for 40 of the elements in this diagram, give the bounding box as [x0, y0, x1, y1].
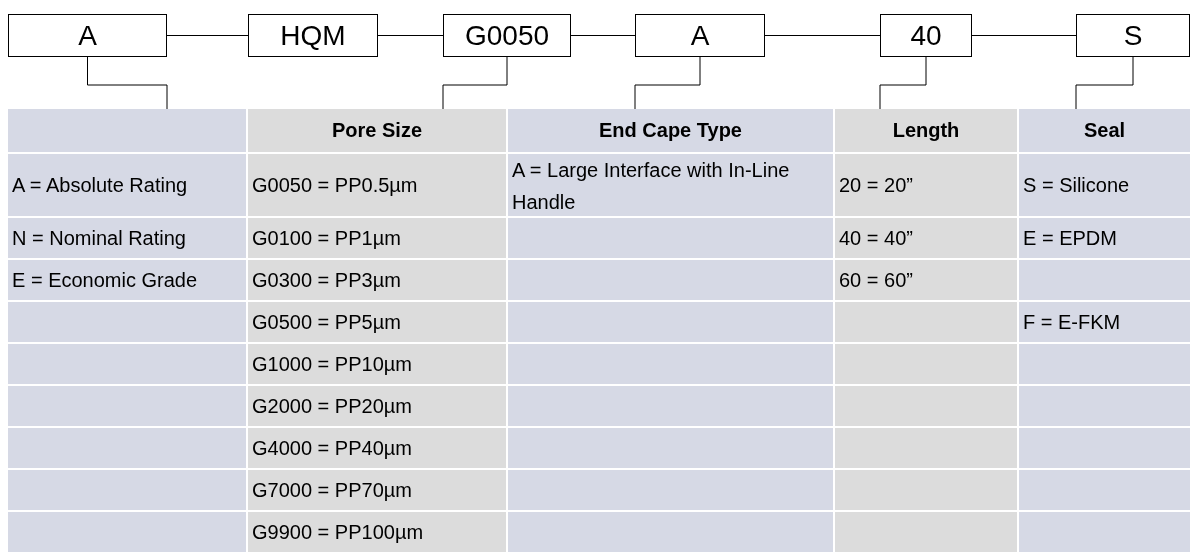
table-cell: 40 = 40”	[835, 218, 1017, 258]
table-cell: S = Silicone	[1019, 154, 1190, 216]
leader-line	[442, 56, 508, 110]
column-header: Pore Size	[248, 109, 506, 152]
code-box: A	[635, 14, 765, 57]
table-cell: G7000 = PP70µm	[248, 470, 506, 510]
table-cell: 20 = 20”	[835, 154, 1017, 216]
table-cell: G0500 = PP5µm	[248, 302, 506, 342]
table-cell: G4000 = PP40µm	[248, 428, 506, 468]
connector-line	[971, 35, 1077, 36]
table-cell: G0100 = PP1µm	[248, 218, 506, 258]
table-cell: E = EPDM	[1019, 218, 1190, 258]
leader-line	[879, 56, 927, 110]
connector-line	[764, 35, 881, 36]
table-header-cell	[8, 109, 246, 152]
table-cell: G0050 = PP0.5µm	[248, 154, 506, 216]
leader-line	[87, 56, 168, 110]
code-box: HQM	[248, 14, 378, 57]
connector-line	[570, 35, 636, 36]
table-cell: G0300 = PP3µm	[248, 260, 506, 300]
code-box: G0050	[443, 14, 571, 57]
code-box: 40	[880, 14, 972, 57]
code-box: S	[1076, 14, 1190, 57]
table-cell: A = Large Interface with In-Line Handle	[508, 154, 833, 216]
column-header: Length	[835, 109, 1017, 152]
table-cell: 60 = 60”	[835, 260, 1017, 300]
column-header: End Cape Type	[508, 109, 833, 152]
table-cell: G2000 = PP20µm	[248, 386, 506, 426]
connector-line	[166, 35, 249, 36]
table-cell: E = Economic Grade	[8, 260, 246, 300]
connector-line	[377, 35, 444, 36]
table-cell: F = E-FKM	[1019, 302, 1190, 342]
table-cell: A = Absolute Rating	[8, 154, 246, 216]
leader-line	[1075, 56, 1134, 110]
table-cell: N = Nominal Rating	[8, 218, 246, 258]
table-cell: G9900 = PP100µm	[248, 512, 506, 552]
code-box: A	[8, 14, 167, 57]
table-cell: G1000 = PP10µm	[248, 344, 506, 384]
column-header: Seal	[1019, 109, 1190, 152]
leader-line	[634, 56, 701, 110]
